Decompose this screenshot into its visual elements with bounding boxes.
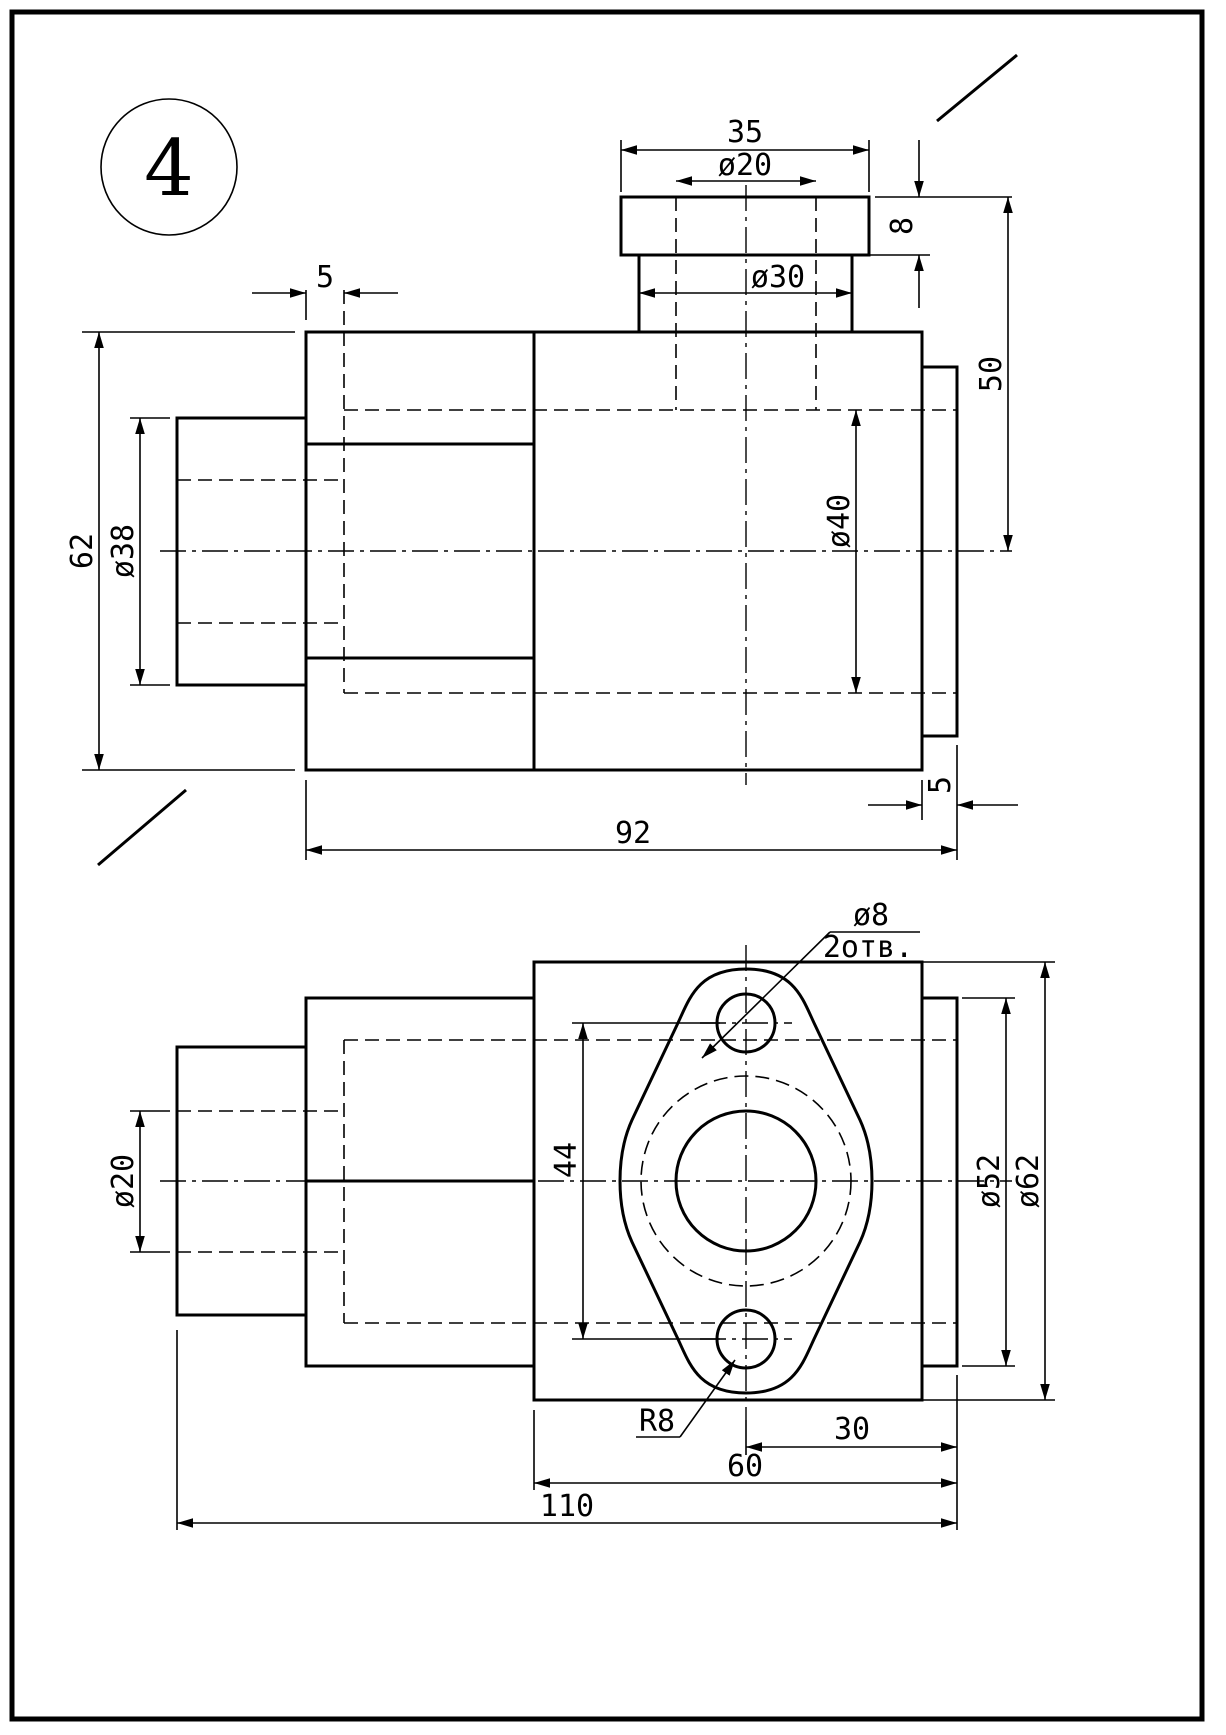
top-flange-outline: [618, 967, 874, 1395]
dim-50: 50: [974, 356, 1009, 392]
top-right-flange: [922, 996, 959, 1368]
dim-5-right: 5: [923, 776, 958, 794]
front-view: 35 ø20 ø30 8 5 50 62 ø38 ø40 5 92: [65, 115, 1018, 860]
dim-5-left: 5: [316, 260, 334, 295]
dim-dia-20-top: ø20: [106, 1154, 141, 1208]
top-view: ø8 2отв. 44 ø20 ø52 ø62 R8 30 60 110: [106, 898, 1055, 1530]
dim-62-front: 62: [65, 533, 100, 569]
dim-44: 44: [549, 1142, 584, 1178]
dim-dia-8: ø8: [853, 898, 889, 933]
dim-dia-40: ø40: [822, 494, 857, 548]
dim-60: 60: [727, 1449, 763, 1484]
section-mark-bottom: [97, 788, 187, 867]
dim-8: 8: [885, 217, 920, 235]
section-mark-top: [936, 53, 1018, 123]
front-top-boss-cap: [619, 195, 871, 257]
sheet-number-badge: 4: [100, 98, 238, 236]
dim-30: 30: [834, 1412, 870, 1447]
front-right-flange: [922, 365, 959, 738]
sheet-frame: [9, 9, 1205, 1722]
dim-92: 92: [615, 816, 651, 851]
dim-dia-38: ø38: [106, 524, 141, 578]
dim-r8: R8: [639, 1404, 675, 1439]
dim-110: 110: [540, 1489, 594, 1524]
dim-2-holes: 2отв.: [823, 930, 913, 965]
sheet-number: 4: [144, 124, 194, 214]
dim-dia-30: ø30: [751, 260, 805, 295]
dim-dia-20-front: ø20: [718, 148, 772, 183]
dim-dia-52: ø52: [972, 1154, 1007, 1208]
dim-dia-62: ø62: [1011, 1154, 1046, 1208]
dim-35: 35: [727, 115, 763, 150]
